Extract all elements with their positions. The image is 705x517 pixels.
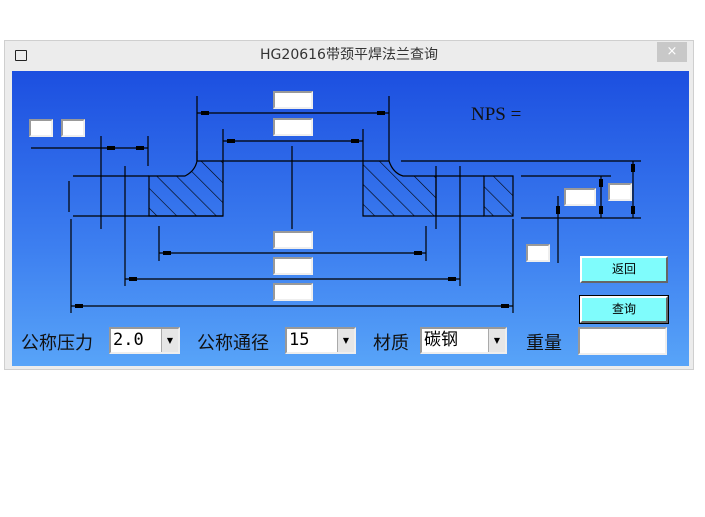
chevron-down-icon[interactable]: ▼	[161, 329, 178, 352]
dim-input-face[interactable]	[273, 231, 313, 249]
dim-input-bore[interactable]	[273, 118, 313, 136]
flange-drawing	[31, 96, 641, 313]
back-button[interactable]: 返回	[580, 256, 668, 283]
diameter-value: 15	[289, 330, 310, 350]
material-select[interactable]: 碳钢 ▼	[420, 327, 507, 354]
diameter-select[interactable]: 15 ▼	[285, 327, 356, 354]
dim-input-raised-face[interactable]	[526, 244, 550, 262]
dim-input-height[interactable]	[608, 183, 632, 201]
dim-input-hub-outer[interactable]	[273, 91, 313, 109]
dim-input-bolt-circle[interactable]	[273, 257, 313, 275]
query-button[interactable]: 查询	[579, 295, 669, 324]
nps-label: NPS =	[471, 104, 522, 125]
title-bar: HG20616带颈平焊法兰查询 ×	[5, 41, 693, 71]
chevron-down-icon[interactable]: ▼	[488, 329, 505, 352]
drawing-panel: NPS = 返回 查询 公称压力 2.0 ▼ 公称通径 15 ▼ 材质 碳钢 ▼ 重量	[12, 71, 689, 366]
pressure-select[interactable]: 2.0 ▼	[109, 327, 180, 354]
dim-input-outer[interactable]	[273, 283, 313, 301]
flange-query-window: HG20616带颈平焊法兰查询 × NPS = 返回 查询 公称压力 2.0 ▼ …	[4, 40, 694, 370]
chevron-down-icon[interactable]: ▼	[337, 329, 354, 352]
close-button[interactable]: ×	[657, 42, 687, 62]
dim-input-left-1[interactable]	[29, 119, 53, 137]
weight-label: 重量	[526, 333, 562, 354]
pressure-label: 公称压力	[21, 333, 93, 354]
weight-input[interactable]	[578, 327, 667, 355]
material-value: 碳钢	[424, 330, 458, 350]
material-label: 材质	[373, 333, 409, 354]
pressure-value: 2.0	[113, 330, 144, 350]
dim-input-left-2[interactable]	[61, 119, 85, 137]
dim-input-thickness[interactable]	[564, 188, 596, 206]
app-icon	[15, 50, 27, 61]
window-title: HG20616带颈平焊法兰查询	[260, 47, 438, 63]
diameter-label: 公称通径	[197, 333, 269, 354]
